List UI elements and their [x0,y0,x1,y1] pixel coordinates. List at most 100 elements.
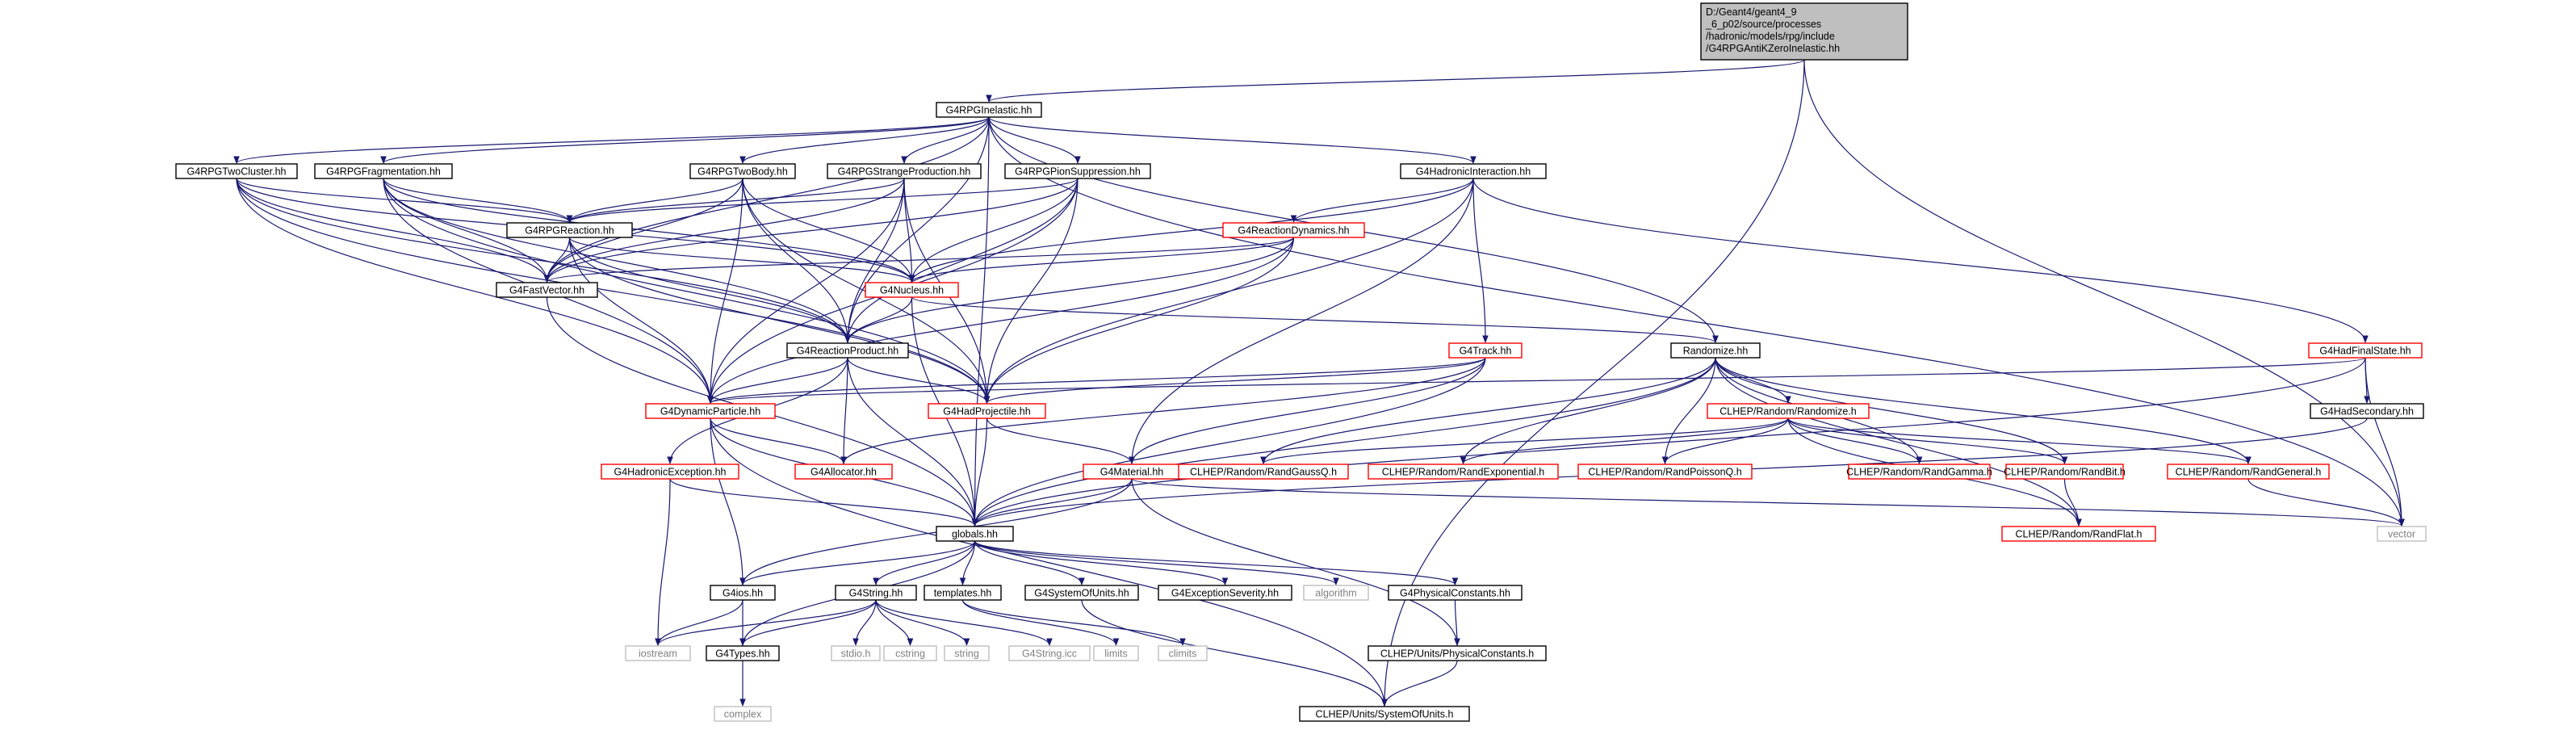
node-g4types[interactable]: G4Types.hh [706,645,780,661]
node-clhepRand[interactable]: CLHEP/Random/Randomize.h [1707,403,1870,419]
node-gauss[interactable]: CLHEP/Random/RandGaussQ.h [1178,464,1349,480]
edge-twobody-to-dynpart [707,178,743,404]
node-hadproj[interactable]: G4HadProjectile.hh [928,403,1046,419]
node-g4ios-label: G4ios.hh [723,588,763,599]
edge-twobody-to-hadproj [742,178,991,404]
node-randflat[interactable]: CLHEP/Random/RandFlat.h [2001,526,2156,542]
node-reacprod-box [786,342,909,359]
node-gamma-box [1848,464,1991,480]
node-randbit[interactable]: CLHEP/Random/RandBit.h [2004,464,2126,480]
edge-reaction-to-dynpart [568,237,714,404]
node-poisson[interactable]: CLHEP/Random/RandPoissonQ.h [1577,464,1753,480]
node-sysunits[interactable]: G4SystemOfUnits.hh [1024,585,1139,601]
node-sysunits-box [1024,585,1139,601]
edge-rpginel-to-fastvec [543,116,990,283]
node-hadfinal[interactable]: G4HadFinalState.hh [2308,342,2423,359]
node-fastvec-box [496,282,598,298]
node-string-box [944,645,990,661]
node-material[interactable]: G4Material.hh [1083,464,1181,480]
edge-twocluster-to-reacprod [236,178,851,343]
node-physconst-box [1388,585,1523,601]
edge-track-to-material [1129,357,1486,464]
node-hadint-label: G4HadronicInteraction.hh [1416,166,1531,178]
node-rpginel[interactable]: G4RPGInelastic.hh [936,102,1042,118]
edge-reacprod-to-hadproj [847,357,991,404]
node-strange[interactable]: G4RPGStrangeProduction.hh [827,163,982,179]
node-hadexc[interactable]: G4HadronicException.hh [601,464,739,480]
node-excsev-label: G4ExceptionSeverity.hh [1171,588,1279,599]
node-templates-box [924,585,1002,601]
node-reacprod[interactable]: G4ReactionProduct.hh [786,342,909,359]
edge-strange-to-reacprod [844,178,905,343]
node-hadsec[interactable]: G4HadSecondary.hh [2310,403,2424,419]
edge-nucleus-to-reacprod [844,296,913,343]
node-physconst[interactable]: G4PhysicalConstants.hh [1388,585,1523,601]
node-gamma[interactable]: CLHEP/Random/RandGamma.h [1846,464,1992,480]
node-globals[interactable]: globals.hh [936,526,1014,542]
node-clhepRand-box [1707,403,1870,419]
edge-globals-to-algorithm [974,540,1339,585]
node-complex: complex [714,706,772,722]
node-frag[interactable]: G4RPGFragmentation.hh [314,163,453,179]
edge-twobody-to-nucleus [742,178,915,283]
node-expo-box [1368,464,1559,480]
edge-twocluster-to-dynpart [236,178,714,404]
node-pion[interactable]: G4RPGPionSuppression.hh [1004,163,1151,179]
node-stringicc-box [1008,645,1091,661]
edge-physconst-to-clhepPhys [1454,599,1460,646]
edge-randomize-to-randflat [1715,357,2082,527]
node-g4ios[interactable]: G4ios.hh [710,585,776,601]
node-g4string[interactable]: G4String.hh [835,585,917,601]
node-material-label: G4Material.hh [1100,467,1164,478]
edge-twocluster-to-fastvec [236,178,551,283]
node-hadproj-label: G4HadProjectile.hh [943,406,1030,417]
node-track[interactable]: G4Track.hh [1448,342,1523,359]
node-root-label: D:/Geant4/geant4_9_6_p02/source/processe… [1705,6,1840,54]
node-clhepRand-label: CLHEP/Random/Randomize.h [1719,406,1857,417]
edge-pion-to-hadproj [983,178,1079,404]
node-alloc[interactable]: G4Allocator.hh [794,464,893,480]
node-rpginel-label: G4RPGInelastic.hh [946,105,1032,116]
node-hadsec-label: G4HadSecondary.hh [2320,406,2414,417]
edge-hadint-to-nucleus [908,178,1474,283]
edge-g4ios-to-iostream [655,599,743,646]
node-randgen[interactable]: CLHEP/Random/RandGeneral.h [2167,464,2330,480]
node-reacdyn-box [1222,222,1365,238]
node-hadfinal-box [2308,342,2423,359]
edge-hadfinal-to-globals [971,357,2366,527]
node-dynpart[interactable]: G4DynamicParticle.hh [645,403,776,419]
node-twobody[interactable]: G4RPGTwoBody.hh [689,163,796,179]
node-nucleus[interactable]: G4Nucleus.hh [865,282,959,298]
node-fastvec[interactable]: G4FastVector.hh [496,282,598,298]
node-reaction[interactable]: G4RPGReaction.hh [506,222,633,238]
edge-reaction-to-nucleus [568,237,915,283]
node-reaction-label: G4RPGReaction.hh [525,225,614,237]
node-randbit-label: CLHEP/Random/RandBit.h [2004,467,2126,478]
node-stdio-box [831,645,881,661]
node-stringicc-label: G4String.icc [1022,648,1077,660]
node-clhepUnits[interactable]: CLHEP/Units/SystemOfUnits.h [1299,706,1470,722]
node-excsev[interactable]: G4ExceptionSeverity.hh [1158,585,1292,601]
node-templates[interactable]: templates.hh [924,585,1002,601]
node-clhepPhys[interactable]: CLHEP/Units/PhysicalConstants.h [1368,645,1547,661]
edge-globals-to-excsev [974,540,1229,585]
edge-reacdyn-to-nucleus [908,237,1295,283]
node-track-box [1448,342,1523,359]
edge-hadint-to-reacdyn [1290,178,1474,223]
node-twocluster[interactable]: G4RPGTwoCluster.hh [175,163,298,179]
edge-reaction-to-hadproj [568,237,991,404]
node-hadint[interactable]: G4HadronicInteraction.hh [1400,163,1547,179]
node-complex-box [714,706,772,722]
node-reacdyn[interactable]: G4ReactionDynamics.hh [1222,222,1365,238]
node-randomize[interactable]: Randomize.hh [1670,342,1761,359]
node-twocluster-box [175,163,298,179]
node-hadexc-label: G4HadronicException.hh [614,467,727,478]
edge-rpginel-to-strange [901,116,990,164]
node-poisson-box [1577,464,1753,480]
node-pion-label: G4RPGPionSuppression.hh [1015,166,1141,178]
edge-g4string-to-cstring [875,599,914,646]
edge-hadfinal-to-vector [2364,357,2405,527]
node-expo[interactable]: CLHEP/Random/RandExponential.h [1368,464,1559,480]
node-randgen-label: CLHEP/Random/RandGeneral.h [2176,467,2322,478]
